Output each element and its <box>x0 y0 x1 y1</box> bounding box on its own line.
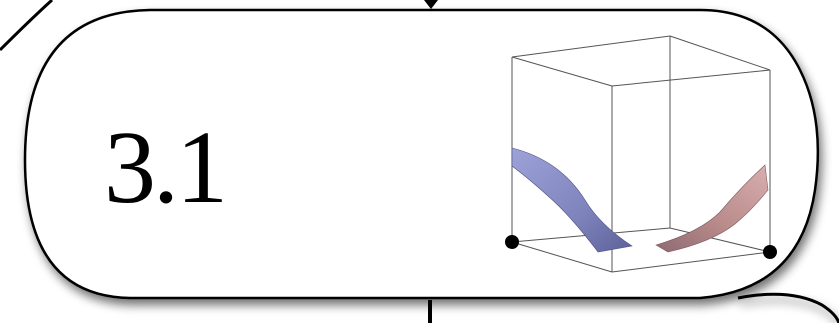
edge-bottom-right <box>737 292 839 323</box>
box-edge <box>511 35 671 58</box>
edge-top-arrow <box>424 0 438 9</box>
surface-left <box>511 147 633 253</box>
node-shape[interactable] <box>23 8 820 300</box>
box-edge <box>511 241 613 273</box>
dot-icon <box>763 245 777 259</box>
box-edge <box>611 251 771 273</box>
box-edge <box>611 69 771 87</box>
box-edge <box>669 35 771 71</box>
box-edge <box>511 56 613 87</box>
dot-icon <box>505 235 519 249</box>
edge-top-left <box>0 0 54 52</box>
box-edge <box>669 227 771 253</box>
3d-surface-plot-icon <box>505 35 777 273</box>
surface-right <box>655 164 769 253</box>
node-label: 3.1 <box>104 110 228 225</box>
